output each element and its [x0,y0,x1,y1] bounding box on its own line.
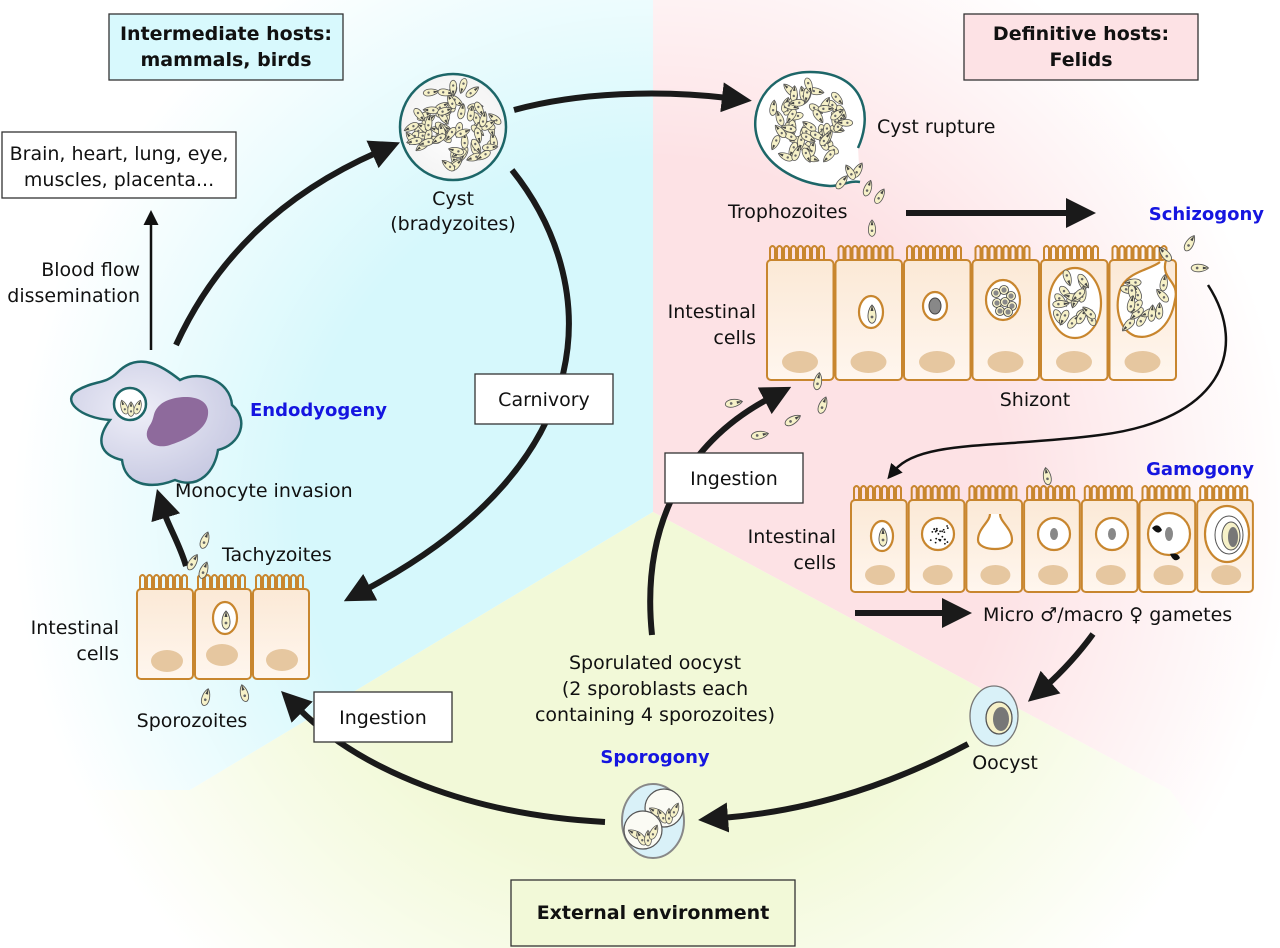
cell-nucleus [1211,565,1242,585]
cycle-arrows [151,82,1228,833]
sporulated-line1: Sporulated oocyst [569,652,741,674]
sporulated-line2: (2 sporoblasts each [562,678,748,700]
shizont-label: Shizont [1000,389,1070,411]
cell-nucleus [1056,351,1092,373]
intermediate-hosts-box: Intermediate hosts: mammals, birds [108,13,344,81]
monocyte-invasion-label: Monocyte invasion [175,480,353,502]
oocyst-label: Oocyst [972,752,1038,774]
oocyst [969,685,1019,747]
blood-flow-line1: Blood flow [41,259,140,281]
cell-nucleus [1095,565,1126,585]
cell-nucleus [782,351,818,373]
definitive-hosts-line1: Definitive hosts: [993,23,1169,45]
sporulated-oocyst [621,783,685,859]
definitive-hosts-line2: Felids [1049,49,1112,71]
cell-nucleus [151,650,183,672]
ingestion-box-definitive: Ingestion [664,452,804,504]
intestinal-cells-a-line1: Intestinal [31,617,119,639]
ingestion-label-definitive: Ingestion [690,468,778,490]
external-environment-box: External environment [510,879,796,947]
endodyogeny-stage: Endodyogeny [250,400,387,421]
sporulated-line3: containing 4 sporozoites) [535,704,775,726]
arrow-cyst-to-felid [513,82,752,113]
cell-nucleus [919,351,955,373]
ingestion-label-intermediate: Ingestion [339,707,427,729]
sporozoites-label: Sporozoites [137,710,248,732]
intermediate-hosts-line2: mammals, birds [140,49,311,71]
arrow-carnivory [343,168,572,602]
cyst-bradyzoites [398,72,508,182]
ingestion-box-intermediate: Ingestion [313,691,453,743]
blood-flow-line2: dissemination [7,285,140,307]
cell-nucleus [266,649,298,671]
arrow-schizogony-to-gamogony [887,284,1228,480]
cell-nucleus [922,565,953,585]
ruptured-cyst [753,70,888,237]
carnivory-label: Carnivory [498,389,590,411]
tissues-line2: muscles, placenta... [24,169,214,191]
cell-nucleus [850,351,887,373]
monocyte [70,360,243,487]
external-environment-label: External environment [537,902,770,924]
arrow-monocyte-to-cyst [173,140,400,347]
tachyzoites-label: Tachyzoites [221,544,332,566]
gametes-label: Micro ♂/macro ♀ gametes [983,604,1232,626]
cell-nucleus [1124,351,1161,373]
arrow-oocyst-to-sporogony [698,741,970,833]
intermediate-intestinal-cells [136,574,310,680]
intermediate-hosts-line1: Intermediate hosts: [120,23,332,45]
cell-nucleus [987,351,1024,373]
intestinal-cells-c-line2: cells [793,552,836,574]
intestinal-cells-a-line2: cells [76,643,119,665]
intestinal-cells-b-line2: cells [713,327,756,349]
definitive-hosts-box: Definitive hosts: Felids [963,13,1199,81]
schizogony-stage: Schizogony [1149,204,1265,225]
trophozoites-label: Trophozoites [727,201,847,223]
cyst-label-line1: Cyst [432,188,474,210]
intestinal-cells-c-line1: Intestinal [748,526,836,548]
schizogony-intestinal-cells [766,245,1177,381]
carnivory-box: Carnivory [474,373,614,425]
cell-nucleus [865,565,895,585]
cell-nucleus [206,644,238,666]
tissues-box: Brain, heart, lung, eye, muscles, placen… [1,131,237,199]
intestinal-cells-b-line1: Intestinal [668,301,756,323]
arrow-tachyzoites-to-monocyte [151,489,189,567]
sporogony-stage: Sporogony [600,747,710,768]
arrow-gametes-to-oocyst [1027,632,1096,702]
gamogony-stage: Gamogony [1146,459,1254,480]
cell-nucleus [1038,565,1069,585]
intestinal-cell [766,245,835,381]
tissues-line1: Brain, heart, lung, eye, [10,143,229,165]
cyst-rupture-label: Cyst rupture [877,116,995,138]
cell-nucleus [1153,565,1184,585]
cell-nucleus [980,565,1011,585]
gamogony-intestinal-cells [850,485,1254,593]
cyst-label-line2: (bradyzoites) [390,213,516,235]
